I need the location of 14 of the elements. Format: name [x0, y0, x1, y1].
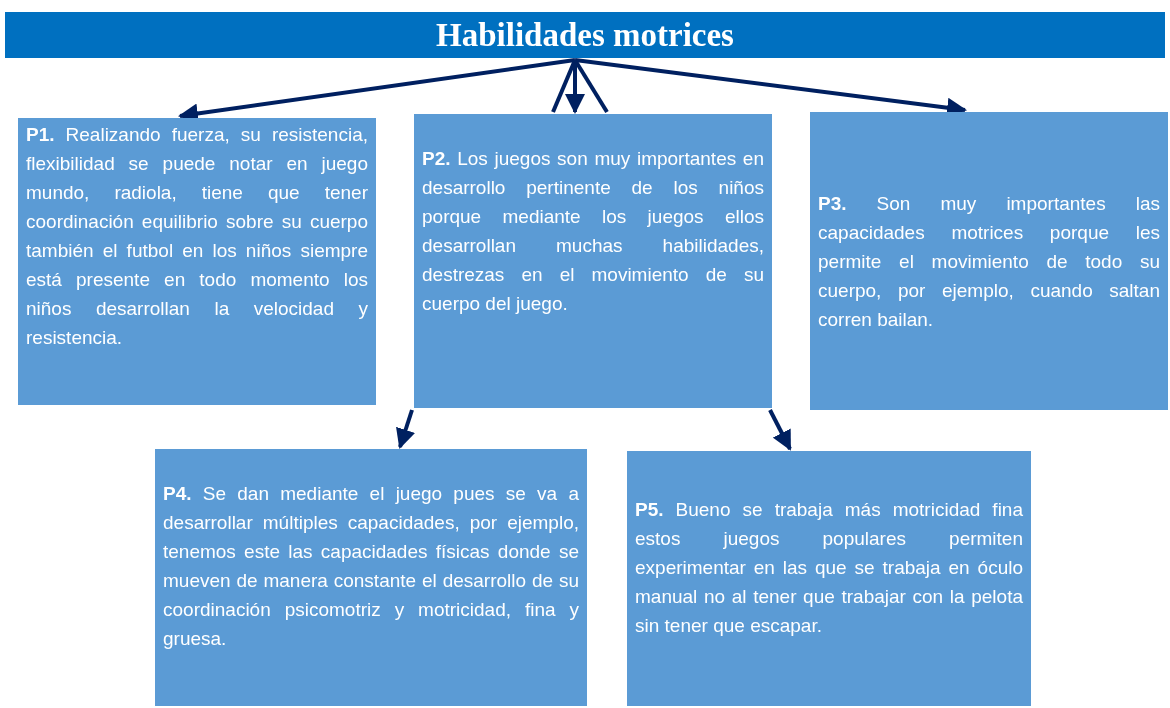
arrow [396, 409, 416, 449]
paragraph: P5. Bueno se trabaja más motricidad fina estos juegos populares permiten experimentar en las que se trabaja en óculo manual no al tener que trabajar con la pelota sin tener que escapar. [635, 498, 1023, 638]
text-box [810, 112, 1168, 410]
paragraph: P2. Los juegos son muy importantes en desarrollo pertinente de los niños porque mediante los juegos ellos desarrollan muchas habilidades, destrezas en el movimiento de su cuerpo del juego. [422, 147, 764, 316]
paragraph: P1. Realizando fuerza, su resistencia, flexibilidad se puede notar en juego mundo, radiola, tiene que tener coordinación equilibrio sobre su cuerpo también el futbol en los niños siempre está presente en todo momento los niños desarrollan la velocidad y resistencia. [26, 123, 368, 350]
text-box [627, 451, 1031, 706]
paragraph: P4. Se dan mediante el juego pues se va a desarrollar múltiples capacidades, por ejemplo, tenemos este las capacidades físicas donde se mueven de manera constante el desarrollo de su coordinación psicomotriz y motricidad, fina y gruesa. [163, 482, 579, 651]
text-box [414, 114, 772, 408]
title-text: Habilidades motrices [436, 16, 734, 55]
text-box [18, 118, 376, 405]
paragraph: P3. Son muy importantes las capacidades motrices porque les permite el movimiento de todo su cuerpo, por ejemplo, cuando saltan corren bailan. [818, 191, 1160, 332]
text-box [155, 449, 587, 706]
arrow [768, 409, 792, 451]
title-banner [5, 12, 1165, 58]
